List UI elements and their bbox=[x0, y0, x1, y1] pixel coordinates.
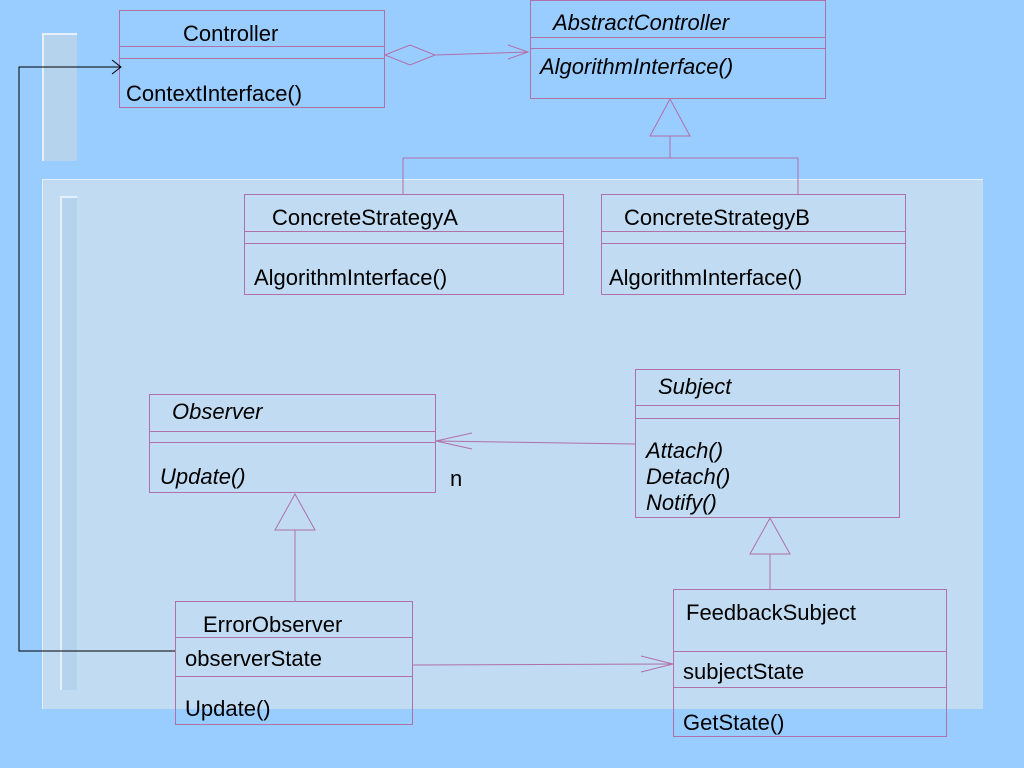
arrowhead bbox=[507, 44, 530, 60]
operation: Attach() bbox=[646, 438, 724, 463]
content-panel bbox=[42, 179, 983, 709]
operation: Update() bbox=[160, 464, 246, 489]
divider bbox=[150, 442, 435, 443]
class-observer: Observer Update() bbox=[149, 394, 436, 493]
divider bbox=[120, 46, 384, 47]
class-name: Subject bbox=[658, 374, 732, 399]
class-error-observer: ErrorObserver observerState Update() bbox=[175, 601, 413, 725]
class-name: Controller bbox=[183, 21, 279, 46]
divider bbox=[674, 651, 946, 652]
generalization-triangle bbox=[649, 97, 691, 137]
arrowhead bbox=[111, 59, 122, 75]
arrowhead bbox=[435, 432, 473, 450]
class-name: ConcreteStrategyB bbox=[624, 205, 810, 230]
attribute: observerState bbox=[185, 646, 322, 671]
class-name: AbstractController bbox=[553, 10, 730, 35]
divider bbox=[636, 418, 899, 419]
divider bbox=[150, 431, 435, 432]
class-feedback-subject: FeedbackSubject subjectState GetState() bbox=[673, 589, 947, 737]
divider bbox=[245, 231, 563, 232]
divider bbox=[602, 243, 905, 244]
divider bbox=[120, 58, 384, 59]
divider bbox=[602, 231, 905, 232]
operation: AlgorithmInterface() bbox=[254, 265, 448, 290]
aggregation-diamond bbox=[383, 44, 437, 66]
operation: AlgorithmInterface() bbox=[609, 265, 803, 290]
divider bbox=[674, 687, 946, 688]
decorative-bar-left bbox=[60, 196, 77, 690]
generalization-triangle bbox=[749, 516, 791, 555]
operation: ContextInterface() bbox=[126, 81, 303, 106]
class-abstract-controller: AbstractController AlgorithmInterface() bbox=[530, 0, 826, 99]
class-name: Observer bbox=[172, 399, 263, 424]
arrowhead bbox=[640, 655, 674, 673]
divider bbox=[176, 637, 412, 638]
class-controller: Controller ContextInterface() bbox=[119, 10, 385, 108]
divider bbox=[245, 243, 563, 244]
operation: Update() bbox=[185, 696, 271, 721]
attribute: subjectState bbox=[683, 659, 805, 684]
class-concrete-strategy-a: ConcreteStrategyA AlgorithmInterface() bbox=[244, 194, 564, 295]
association-line bbox=[412, 663, 674, 666]
class-name: FeedbackSubject bbox=[686, 600, 856, 625]
divider bbox=[636, 405, 899, 406]
divider bbox=[531, 48, 825, 49]
association-line bbox=[435, 440, 636, 445]
operation: AlgorithmInterface() bbox=[540, 54, 734, 79]
operation: Detach() bbox=[646, 464, 731, 489]
black-connector-line bbox=[18, 66, 175, 652]
generalization-triangle bbox=[274, 492, 316, 531]
operation-list: Attach() Detach() Notify() bbox=[646, 438, 730, 516]
class-subject: Subject Attach() Detach() Notify() bbox=[635, 369, 900, 518]
operation: GetState() bbox=[683, 710, 785, 735]
multiplicity-label: n bbox=[450, 466, 463, 491]
divider bbox=[531, 37, 825, 38]
class-concrete-strategy-b: ConcreteStrategyB AlgorithmInterface() bbox=[601, 194, 906, 295]
operation: Notify() bbox=[646, 490, 717, 515]
association-line bbox=[434, 51, 529, 56]
class-name: ErrorObserver bbox=[203, 612, 343, 637]
class-name: ConcreteStrategyA bbox=[272, 205, 458, 230]
decorative-bar-top bbox=[42, 33, 77, 161]
divider bbox=[176, 676, 412, 677]
